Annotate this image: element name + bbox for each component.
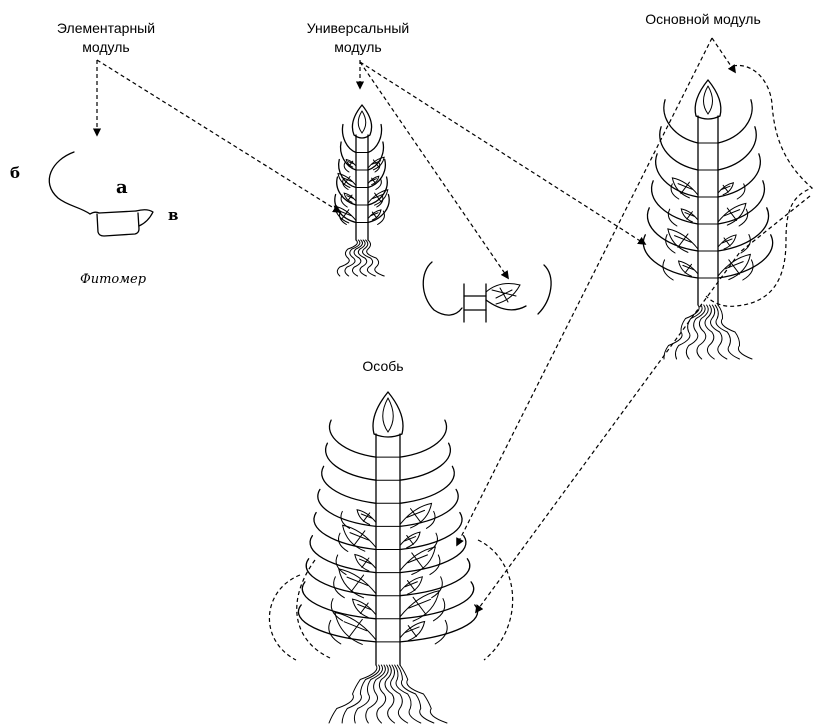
- arrow-basic-top: [712, 38, 735, 72]
- basic-module-bracket: [706, 65, 812, 306]
- shoot-envelope-left: [269, 575, 300, 660]
- universal-module-label-line2: модуль: [334, 39, 381, 55]
- letter-b-label: б: [10, 164, 20, 182]
- universal-module-fragment: [423, 262, 551, 322]
- leaf: [342, 125, 356, 153]
- leaf: [298, 605, 376, 642]
- elementary-module-label-line2: модуль: [82, 39, 129, 55]
- root: [664, 305, 699, 359]
- arrow-basic-to-individual-lower: [476, 196, 810, 612]
- arrow-universal-to-fragment: [360, 62, 508, 278]
- leaf: [322, 466, 376, 503]
- basic-module-label: Основной модуль: [645, 11, 761, 27]
- root: [385, 665, 395, 723]
- phytomer-drawing: [49, 152, 153, 236]
- root: [337, 240, 357, 276]
- root: [697, 305, 708, 359]
- leaf: [329, 420, 376, 457]
- shoot-envelope-right: [478, 540, 513, 660]
- leaf: [314, 513, 376, 550]
- root: [718, 305, 752, 359]
- letter-a-label: а: [116, 177, 128, 198]
- basic-module-plant: [643, 80, 772, 359]
- root: [397, 665, 434, 723]
- universal-module-label-line1: Универсальный: [307, 20, 410, 36]
- leaf: [368, 125, 382, 153]
- dashed-connectors: [97, 38, 812, 612]
- individual-label: Особь: [362, 358, 403, 374]
- leaf: [400, 559, 470, 596]
- leaf: [718, 154, 760, 197]
- arrow-universal-to-basic: [360, 62, 645, 244]
- root: [705, 305, 714, 359]
- arrow-elementary-to-universal: [97, 60, 340, 212]
- root: [675, 305, 702, 359]
- universal-module-plant: [334, 105, 389, 276]
- root: [329, 665, 377, 723]
- phytomer-label: Фитомер: [80, 272, 147, 287]
- leaf: [664, 100, 698, 143]
- root: [342, 665, 380, 723]
- arrow-basic-to-individual-upper: [457, 38, 712, 545]
- leaf: [400, 489, 458, 526]
- leaf: [656, 154, 698, 197]
- leaf: [400, 466, 454, 503]
- leaf: [400, 582, 474, 619]
- leaf: [660, 127, 698, 170]
- root: [354, 665, 382, 723]
- leaf: [400, 420, 447, 457]
- leaf: [718, 100, 752, 143]
- elementary-module-label-line1: Элементарный: [57, 20, 155, 36]
- individual-plant: [269, 392, 512, 723]
- leaf: [326, 443, 376, 480]
- shoot-envelope-left-inner: [297, 560, 330, 658]
- leaf: [400, 605, 478, 642]
- leaf: [400, 513, 462, 550]
- letter-v-label: в: [168, 206, 178, 224]
- leaf: [718, 127, 756, 170]
- leaf: [400, 443, 450, 480]
- leaf: [318, 489, 376, 526]
- root: [377, 665, 389, 723]
- leaf: [310, 536, 376, 573]
- leaf: [335, 195, 356, 223]
